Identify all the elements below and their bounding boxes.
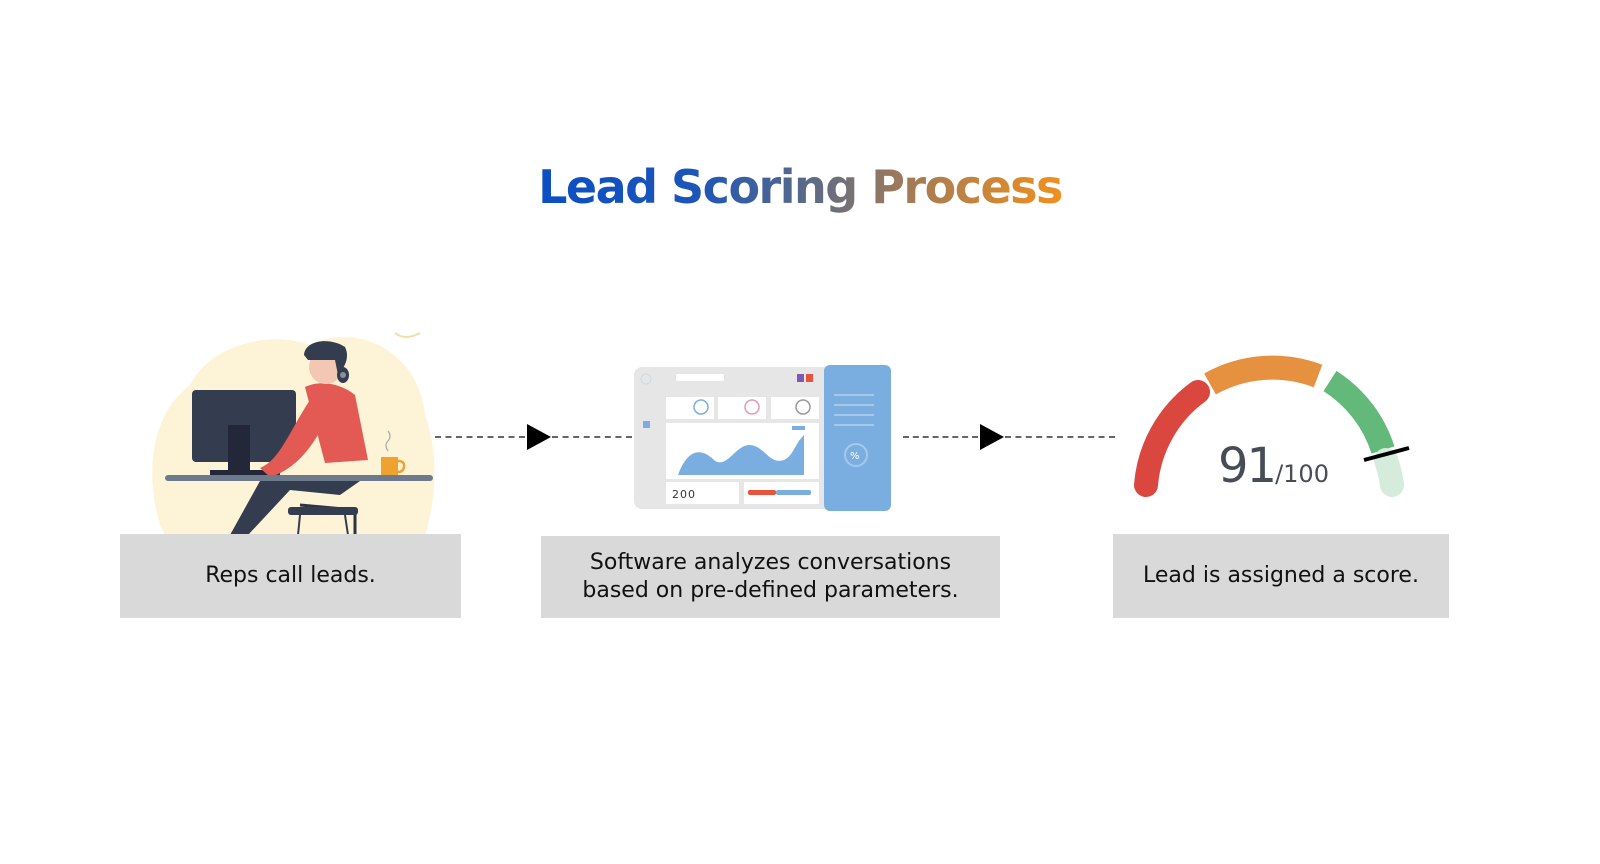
score-max: /100 — [1275, 460, 1329, 488]
step-2-caption: Software analyzes conversations based on… — [541, 536, 1000, 618]
score-gauge: 91/100 — [1128, 350, 1418, 510]
page-title: Lead Scoring Process — [538, 160, 1063, 214]
connector-line-2a — [903, 436, 978, 438]
person-at-computer-illustration — [140, 325, 440, 536]
connector-line-2b — [1005, 436, 1115, 438]
svg-text:%: % — [850, 451, 860, 462]
caption-text-line2: based on pre-defined parameters. — [582, 578, 959, 603]
caption-text: Lead is assigned a score. — [1143, 563, 1419, 588]
caption-text: Reps call leads. — [205, 563, 376, 588]
caption-text-line1: Software analyzes conversations — [589, 550, 952, 575]
connector-line-1b — [552, 436, 632, 438]
arrow-icon-2 — [980, 424, 1004, 450]
dashboard-illustration: 200 % — [634, 365, 891, 511]
step-3-caption: Lead is assigned a score. — [1113, 534, 1449, 618]
step-1-caption: Reps call leads. — [120, 534, 461, 618]
connector-line-1a — [435, 436, 525, 438]
svg-text:200: 200 — [672, 488, 696, 501]
arrow-icon-1 — [527, 424, 551, 450]
score-value: 91 — [1218, 438, 1277, 494]
